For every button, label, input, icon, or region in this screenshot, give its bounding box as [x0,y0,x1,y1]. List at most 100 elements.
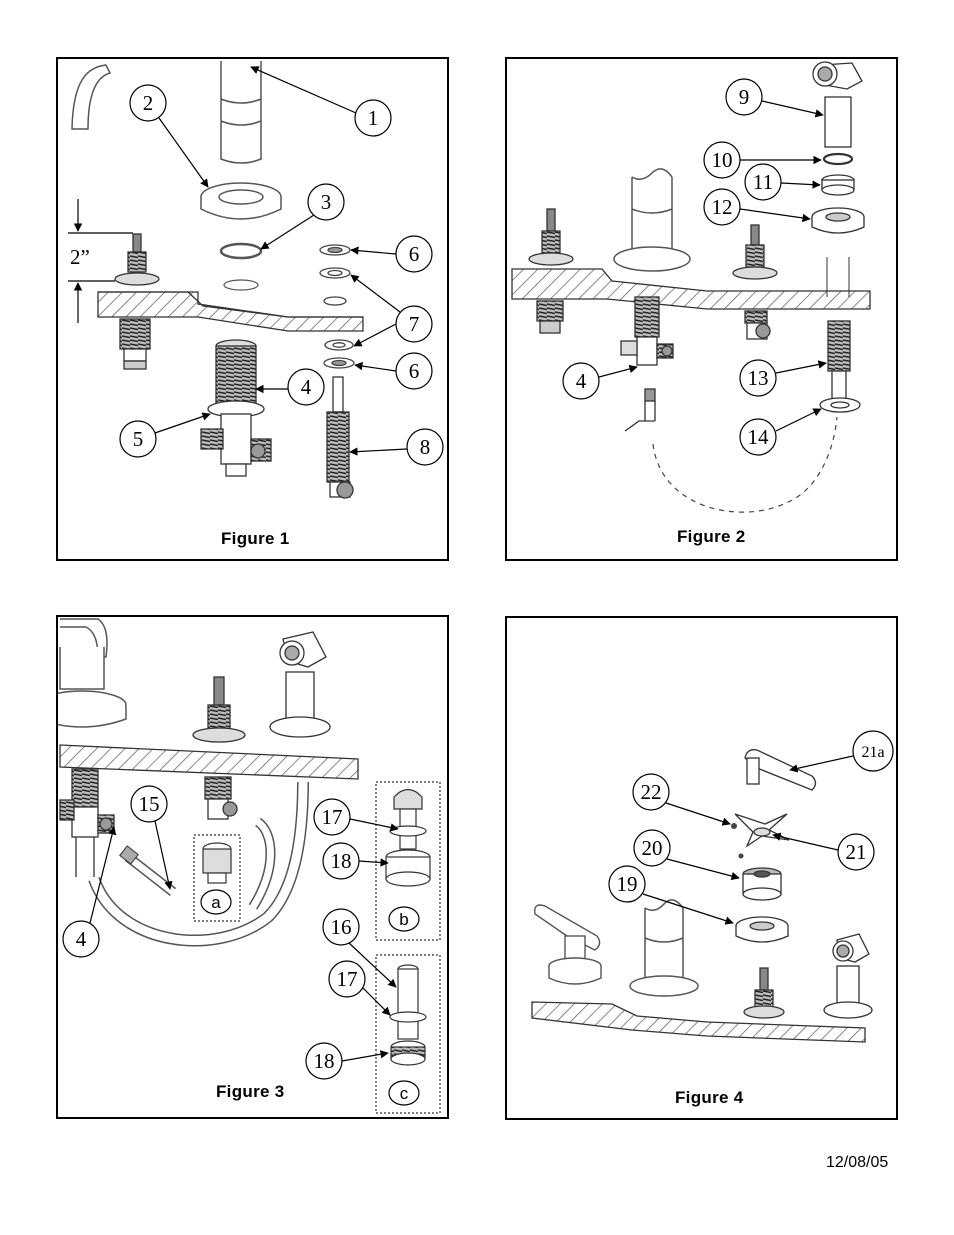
callout-number: 8 [420,435,431,459]
faucet-body-part-1 [220,61,262,164]
leader-line [358,858,389,867]
callout-circle [354,99,392,137]
callout-number: 1 [368,106,379,130]
inset-label-ellipse [200,889,232,915]
deck-section [59,744,359,780]
faucet-body-center [629,899,699,997]
callout-number: 14 [748,425,770,449]
adapter-b [385,788,431,887]
callout-number: 3 [321,190,332,214]
inset-label: a [211,893,221,912]
callout-circle [129,84,167,122]
lever-handle-part-21a [744,749,817,791]
gasket-part-3 [219,242,263,260]
callout-circle [837,833,875,871]
callout-circle [307,183,345,221]
valve-body-under-center [204,776,238,820]
inset-label-ellipse [388,1080,420,1106]
callout-circle [119,420,157,458]
figure-4-caption: Figure 4 [675,1088,744,1107]
callout-number: 12 [712,195,733,219]
valve-body-under-left [536,300,564,334]
inset-label: c [400,1084,409,1103]
callout-number: 22 [641,780,662,804]
inset-label-ellipse [388,906,420,932]
callout-circle [287,368,325,406]
leader-line [739,208,811,223]
callout-number: 5 [133,427,144,451]
deck-section [97,291,364,332]
ring-part-11 [821,174,855,196]
valve-body-under-deck [119,318,151,370]
figure-4-drawing: 21a 22 21 20 19 [531,730,894,1043]
leader-line [772,832,839,851]
leader-line [598,364,638,378]
callout-number: 9 [739,85,750,109]
nut-part-14 [819,397,861,413]
spout [71,64,112,130]
leader-line [775,408,822,432]
figure-2-drawing: 9 10 11 12 4 13 14 [511,61,871,513]
escutcheon-part-12 [811,207,865,234]
figure-2-panel: 9 10 11 12 4 13 14 Figure 2 [505,57,898,561]
callout-number: 18 [331,849,352,873]
leader-line [780,180,821,189]
hose-dashed-path [652,416,838,513]
callout-number: 20 [642,836,663,860]
tee-fitting-part-5 [200,400,272,477]
callout-number: 15 [139,792,160,816]
callout-circle [328,960,366,998]
ring-part-10 [822,152,854,166]
figure-3-drawing: 15 17 18 4 16 17 18 a b c [58,618,441,1114]
figure-3-panel: 15 17 18 4 16 17 18 a b c Figure 3 [56,615,449,1119]
threaded-shank-part-13 [827,320,851,400]
valve-body-under-right [744,310,771,340]
callout-circle [703,188,741,226]
callout-circle [130,785,168,823]
document-date: 12/08/05 [826,1154,889,1171]
leader-line [362,987,391,1016]
tee-fitting-part-4 [59,768,115,877]
deck-hole-center [223,279,259,291]
callout-circle [744,163,782,201]
leader-line [341,1050,389,1062]
leader-line [89,826,117,924]
tee-fitting-part-4 [620,296,674,366]
leader-line [154,820,173,890]
callout-number: 13 [748,366,769,390]
leader-line [250,66,357,114]
callout-circle [739,359,777,397]
washer-stack-upper [319,244,351,306]
callout-circle [739,418,777,456]
callout-circle [633,829,671,867]
leader-line [349,447,408,456]
leader-line [154,412,211,434]
inset-label: b [399,910,408,929]
figure-4-panel: 21a 22 21 20 19 Figure 4 [505,616,898,1120]
valve-cartridge-left [114,233,160,286]
adapter-c [389,964,427,1066]
inset-c-box [375,954,441,1114]
dimension-label: 2” [70,245,90,269]
callout-circle [62,920,100,958]
callout-circle [632,773,670,811]
callout-circle [852,730,894,772]
callout-number: 19 [617,872,638,896]
callout-number: 6 [409,359,420,383]
inset-b-box [375,781,441,941]
callout-number: 17 [322,805,343,829]
set-screw [738,853,744,859]
callout-number: 4 [576,369,587,393]
deck-section-edge [98,291,363,318]
deck-section [531,1001,866,1043]
escutcheon-part-19 [735,916,789,943]
hose-fitting [119,845,139,865]
callout-circle [313,798,351,836]
hose-connector [624,388,656,432]
deck-hole-sprayer [826,257,850,297]
leader-line [350,274,401,313]
valve-cartridge-right [743,967,785,1019]
callout-number: 6 [409,242,420,266]
valve-cartridge-center [192,676,246,743]
dimension-indicator [68,199,133,323]
